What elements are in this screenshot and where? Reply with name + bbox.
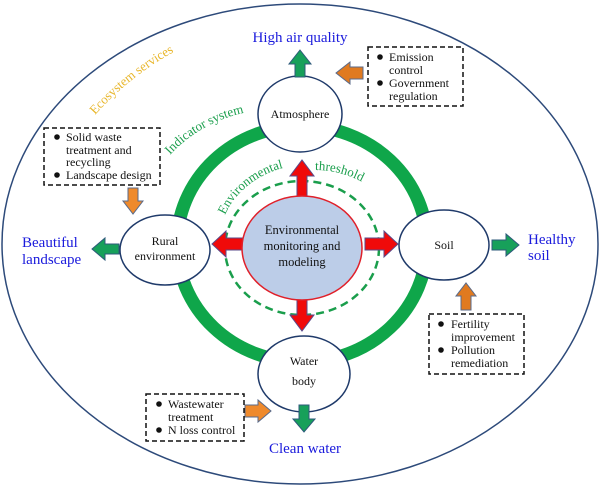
measures-box-soil: Fertility improvement Pollution remediat…: [428, 313, 525, 375]
measure-soil-2-line-2: remediation: [451, 356, 508, 370]
outcome-healthy-soil-line-2: soil: [528, 248, 550, 264]
orange-arrow-left-icon: [335, 60, 364, 86]
outcome-high-air-quality: High air quality: [253, 30, 348, 46]
water-label-line-2: body: [292, 374, 316, 388]
outcome-clean-water: Clean water: [269, 441, 341, 457]
rural-label-line-2: environment: [135, 249, 196, 263]
measure-air-2-line-1: Government: [389, 76, 450, 90]
green-arrow-up-icon: [287, 49, 313, 78]
water-label-line-1: Water: [290, 354, 318, 368]
red-arrow-left-icon: [211, 229, 246, 259]
orange-arrow-up-icon: [454, 282, 478, 311]
outcome-landscape-line-1: Beautiful: [22, 235, 78, 251]
measure-water-1-line-2: treatment: [168, 410, 214, 424]
bullet-icon: [54, 172, 60, 178]
center-line-2: monitoring and: [264, 239, 341, 253]
water-body-node[interactable]: Water body: [257, 335, 351, 413]
green-arrow-down-icon: [291, 404, 317, 433]
measure-air-1-line-2: control: [389, 63, 424, 77]
orange-arrow-down-icon: [121, 187, 145, 215]
red-arrow-up-icon: [289, 159, 315, 199]
bullet-icon: [377, 80, 383, 86]
green-arrow-left-icon: [91, 236, 120, 262]
orange-arrow-right-icon: [244, 398, 272, 424]
measure-soil-1-line-1: Fertility: [451, 317, 490, 331]
atmosphere-label: Atmosphere: [271, 107, 330, 121]
measure-rural-1-line-3: recycling: [66, 155, 111, 169]
measure-water-2-line-1: N loss control: [168, 423, 236, 437]
bullet-icon: [156, 401, 162, 407]
measure-soil-2-line-1: Pollution: [451, 343, 495, 357]
measure-rural-1-line-2: treatment and: [66, 143, 132, 157]
measure-air-1-line-1: Emission: [389, 50, 434, 64]
measures-box-air: Emission control Government regulation: [367, 46, 464, 107]
rural-environment-node[interactable]: Rural environment: [119, 214, 211, 286]
ecosystem-boundary: [1, 3, 599, 485]
measure-water-1-line-1: Wastewater: [168, 397, 224, 411]
measure-soil-1-line-2: improvement: [451, 330, 516, 344]
center-node[interactable]: Environmental monitoring and modeling: [241, 195, 363, 301]
measure-air-2-line-2: regulation: [389, 89, 438, 103]
rural-label-line-1: Rural: [152, 234, 179, 248]
red-arrow-right-icon: [364, 229, 399, 259]
bullet-icon: [438, 347, 444, 353]
outcome-healthy-soil-line-1: Healthy: [528, 232, 576, 248]
measure-rural-2-line-1: Landscape design: [66, 168, 152, 182]
atmosphere-node[interactable]: Atmosphere: [257, 75, 343, 153]
ecosystem-services-label: Ecosystem services: [86, 41, 175, 117]
bullet-icon: [54, 134, 60, 140]
measure-rural-1-line-1: Solid waste: [66, 130, 122, 144]
threshold-label: threshold: [315, 158, 368, 185]
measures-box-rural: Solid waste treatment and recycling Land…: [43, 127, 161, 186]
center-line-3: modeling: [278, 255, 326, 269]
bullet-icon: [377, 54, 383, 60]
soil-node[interactable]: Soil: [398, 209, 490, 281]
outcome-landscape-line-2: landscape: [22, 252, 81, 268]
bullet-icon: [156, 427, 162, 433]
center-line-1: Environmental: [265, 223, 340, 237]
bullet-icon: [438, 321, 444, 327]
soil-label: Soil: [434, 238, 454, 252]
green-arrow-right-icon: [491, 232, 520, 258]
measures-box-water: Wastewater treatment N loss control: [145, 393, 245, 442]
